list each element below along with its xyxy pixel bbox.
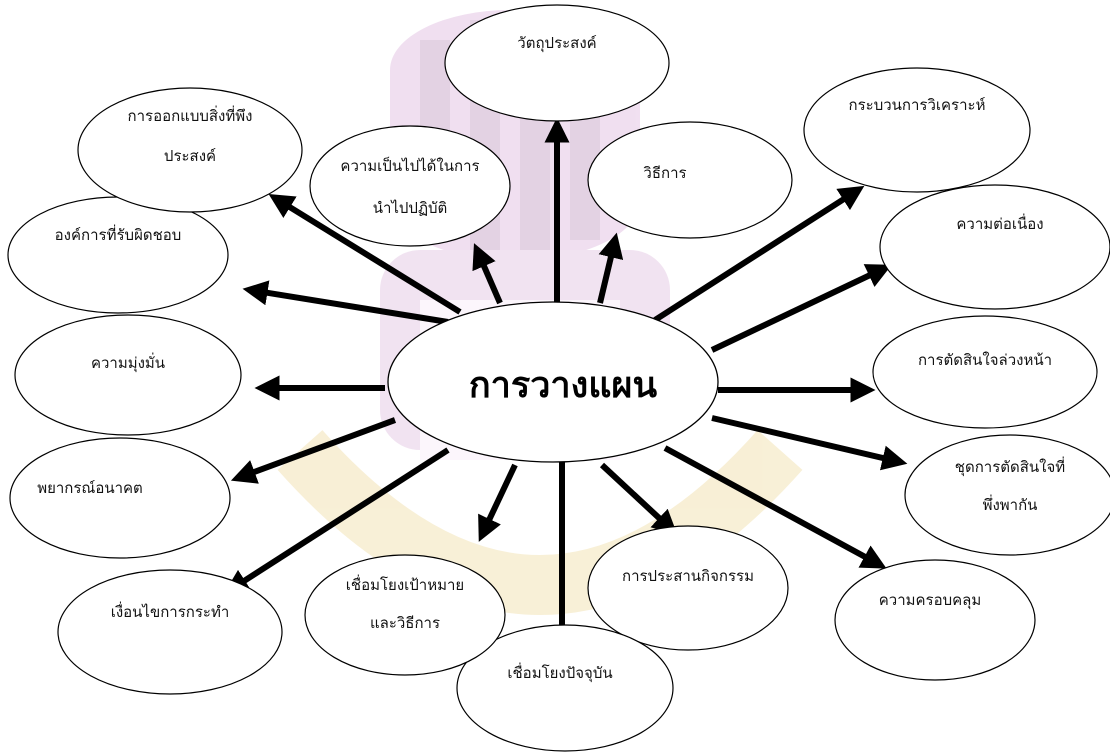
- node-commitment: ความมุ่งมั่น: [14, 314, 242, 436]
- node-ellipse: [309, 125, 511, 247]
- node-ellipse: [587, 525, 789, 651]
- node-label: และวิธีการ: [370, 614, 440, 632]
- node-label: ความครอบคลุม: [879, 591, 982, 610]
- arrow-continuity: [710, 264, 892, 353]
- node-label: ชุดการตัดสินใจที่: [955, 456, 1065, 477]
- node-label: วิธีการ: [643, 164, 687, 182]
- node-link-present: เชื่อมโยงปัจจุบัน: [456, 624, 674, 752]
- node-label: เชื่อมโยงปัจจุบัน: [507, 662, 612, 683]
- node-action-conditions: เงื่อนไขการกระทำ: [57, 569, 283, 695]
- node-ellipse: [77, 87, 303, 213]
- node-label: กระบวนการวิเคราะห์: [849, 96, 986, 114]
- node-ellipse: [803, 67, 1031, 193]
- node-interdependent-decisions: ชุดการตัดสินใจที่พึ่งพากัน: [904, 434, 1110, 556]
- node-objective: วัตถุประสงค์: [444, 4, 670, 122]
- node-advance-decision: การตัดสินใจล่วงหน้า: [872, 315, 1098, 429]
- center-node: การวางแผน: [387, 301, 719, 463]
- arrow-group: [223, 117, 908, 673]
- node-label: เชื่อมโยงเป้าหมาย: [346, 574, 464, 594]
- node-ellipse: [9, 437, 231, 559]
- node-label: การตัดสินใจล่วงหน้า: [918, 351, 1052, 369]
- node-continuity: ความต่อเนื่อง: [879, 184, 1110, 310]
- node-label: ความมุ่งมั่น: [91, 352, 165, 373]
- arrow-link-goals-methods: [478, 463, 518, 542]
- node-label: วัตถุประสงค์: [517, 34, 596, 53]
- node-ellipse: [304, 554, 506, 676]
- arrow-desired-design: [268, 194, 462, 315]
- node-ellipse: [444, 4, 670, 122]
- node-ellipse: [456, 624, 674, 752]
- node-ellipse: [7, 196, 229, 314]
- node-ellipse: [834, 559, 1036, 681]
- node-ellipse: [904, 434, 1110, 556]
- center-ellipse: [387, 301, 719, 463]
- node-coverage: ความครอบคลุม: [834, 559, 1036, 681]
- arrow-action-conditions: [223, 447, 450, 595]
- node-label: ความเป็นไปได้ในการ: [340, 156, 479, 175]
- node-analysis-process: กระบวนการวิเคราะห์: [803, 67, 1031, 193]
- node-forecast: พยากรณ์อนาคต: [9, 437, 231, 559]
- arrow-coverage: [663, 445, 887, 569]
- node-label: พยากรณ์อนาคต: [37, 479, 143, 497]
- node-ellipse: [14, 314, 242, 436]
- arrow-activity-coordination: [599, 462, 678, 536]
- node-label: นำไปปฏิบัติ: [373, 199, 448, 217]
- node-label: ความต่อเนื่อง: [956, 213, 1043, 233]
- node-ellipse: [587, 121, 793, 239]
- center-label: การวางแผน: [469, 365, 658, 406]
- node-responsible-org: องค์การที่รับผิดชอบ: [7, 196, 229, 314]
- arrow-responsible-org: [242, 280, 449, 325]
- node-ellipse: [879, 184, 1110, 310]
- node-label: ประสงค์: [164, 147, 216, 165]
- node-activity-coordination: การประสานกิจกรรม: [587, 525, 789, 651]
- arrow-methods: [597, 232, 624, 304]
- node-label: การออกแบบสิ่งที่พึง: [128, 105, 253, 125]
- arrow-forecast: [230, 417, 397, 484]
- arrow-interdependent-decisions: [711, 415, 908, 471]
- node-label: เงื่อนไขการกระทำ: [111, 601, 230, 621]
- node-label: องค์การที่รับผิดชอบ: [55, 224, 182, 244]
- node-ellipse: [57, 569, 283, 695]
- node-ellipse: [872, 315, 1098, 429]
- node-group: การวางแผน วัตถุประสงค์กระบวนการวิเคราะห์ค…: [7, 4, 1110, 752]
- node-label: การประสานกิจกรรม: [622, 567, 754, 585]
- arrow-analysis-process: [653, 185, 865, 323]
- node-label: พึ่งพากัน: [983, 494, 1038, 514]
- arrow-feasibility: [472, 243, 503, 305]
- node-methods: วิธีการ: [587, 121, 793, 239]
